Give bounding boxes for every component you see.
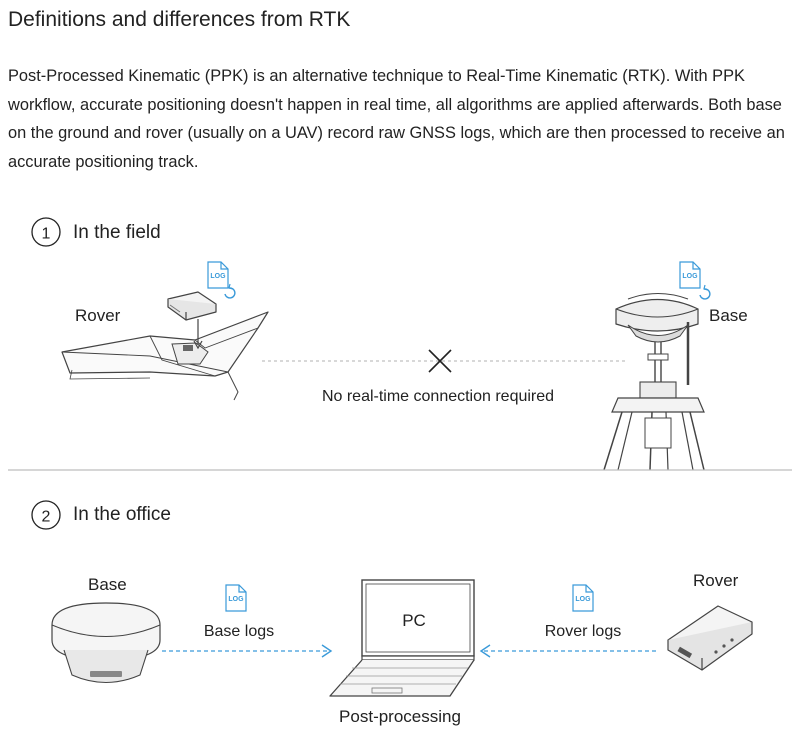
- field-rover-label: Rover: [75, 306, 121, 325]
- log-file-icon: LOG: [225, 584, 247, 612]
- rover-logs-label: Rover logs: [545, 623, 621, 640]
- field-base-label: Base: [709, 306, 748, 325]
- sync-icon: [224, 283, 236, 299]
- connection-label: No real-time connection required: [322, 388, 554, 405]
- no-connection-x-icon: [428, 349, 452, 373]
- section-in-the-field: 1 In the field Rover: [31, 217, 748, 471]
- log-file-icon: LOG: [679, 261, 701, 289]
- base-logs-label: Base logs: [204, 623, 274, 640]
- svg-text:LOG: LOG: [682, 273, 698, 280]
- ppk-workflow-diagram: 1 In the field Rover: [8, 217, 792, 726]
- uav-drone-illustration: [61, 311, 269, 401]
- svg-text:LOG: LOG: [575, 596, 591, 603]
- step-number: 1: [42, 226, 51, 243]
- section-in-the-office: 2 In the office Base LOG Base logs PC: [31, 500, 753, 726]
- step-badge-2: 2: [31, 500, 61, 530]
- intro-paragraph: Post-Processed Kinematic (PPK) is an alt…: [8, 67, 785, 171]
- mount-arrow-icon: [193, 319, 203, 350]
- rover-receiver-illustration: [667, 605, 753, 671]
- step-number: 2: [42, 509, 51, 526]
- svg-text:LOG: LOG: [210, 273, 226, 280]
- office-base-label: Base: [88, 575, 127, 594]
- arrow-right-icon: [321, 644, 333, 658]
- rover-receiver-illustration: [167, 291, 217, 321]
- step-title-field: In the field: [73, 222, 161, 243]
- arrow-left-icon: [479, 644, 491, 658]
- post-processing-label: Post-processing: [339, 707, 461, 726]
- base-station-tripod-illustration: [603, 293, 705, 471]
- pc-laptop-illustration: [329, 579, 475, 697]
- log-file-icon: LOG: [207, 261, 229, 289]
- svg-text:LOG: LOG: [228, 596, 244, 603]
- step-badge-1: 1: [31, 217, 61, 247]
- step-title-office: In the office: [73, 504, 171, 525]
- office-rover-label: Rover: [693, 571, 739, 590]
- sync-icon: [699, 284, 711, 300]
- page-title: Definitions and differences from RTK: [8, 8, 351, 31]
- base-receiver-illustration: [51, 602, 161, 683]
- log-file-icon: LOG: [572, 584, 594, 612]
- pc-label: PC: [402, 611, 426, 630]
